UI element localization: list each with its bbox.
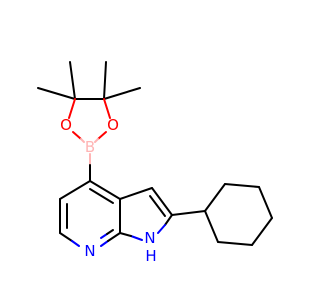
bond-o-b <box>72 131 82 140</box>
bond-aromatic <box>89 180 121 200</box>
atom-label-boron: B <box>85 138 95 156</box>
bond-aromatic <box>151 187 173 216</box>
bond-aromatic <box>59 180 91 200</box>
atom-label-oxygen: O <box>107 116 119 134</box>
bond-c-c <box>258 186 273 219</box>
bond-c-methyl <box>37 87 76 100</box>
bond-c-c <box>251 217 273 246</box>
bond-aromatic <box>71 240 80 247</box>
atom-label-hydrogen: H <box>145 247 156 265</box>
bond-aromatic <box>100 240 109 247</box>
bond-aromatic <box>130 235 143 241</box>
atom-label-oxygen: O <box>60 116 72 134</box>
bond-c-c <box>171 210 206 216</box>
atom-label-nitrogen: N <box>144 229 155 247</box>
bond-aromatic <box>157 224 166 234</box>
molecule-structure: B O O N N H <box>37 61 273 265</box>
bond-aromatic <box>164 214 173 226</box>
pyridine-ring <box>59 180 121 247</box>
bond-c-c <box>204 183 226 212</box>
bond-c-c <box>224 183 260 188</box>
cyclohexyl-group <box>171 183 273 246</box>
bond-aromatic <box>59 232 73 242</box>
bond-aromatic <box>107 232 121 242</box>
bond-aromatic-inner <box>106 229 114 235</box>
bond-aromatic-inner <box>100 233 108 239</box>
pyrrole-ring <box>119 187 173 241</box>
bond-o-b <box>97 131 107 140</box>
bond-c-c <box>217 241 253 246</box>
bond-aromatic-inner <box>149 195 166 217</box>
bond-c-methyl <box>69 61 76 100</box>
bond-o-b <box>80 138 85 143</box>
bond-o-b <box>94 138 99 143</box>
pinacol-boronate-group <box>37 61 141 143</box>
molecule-drawing: B O O N N H <box>37 61 273 265</box>
bond-c-o <box>103 98 111 119</box>
bond-aromatic <box>119 187 153 200</box>
bond-c-methyl <box>103 87 141 100</box>
bond-c-c <box>204 210 219 243</box>
bond-c-o <box>68 98 76 119</box>
bond-aromatic-inner <box>89 188 114 204</box>
atom-label-nitrogen: N <box>84 242 95 260</box>
bond-c-methyl <box>103 61 107 100</box>
bond-aromatic <box>119 232 132 237</box>
